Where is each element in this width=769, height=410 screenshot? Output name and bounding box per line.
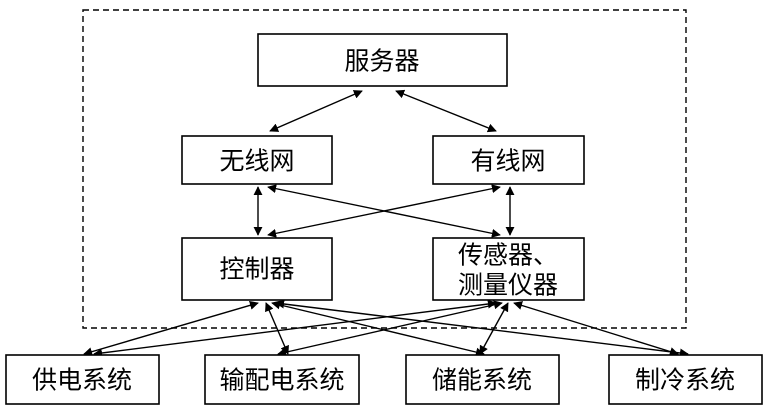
energy-storage-node: 储能系统 [405, 354, 560, 405]
edge-server-wireless [269, 90, 363, 132]
power-supply-node: 供电系统 [5, 354, 160, 405]
energy-storage-label: 储能系统 [432, 366, 532, 395]
wireless-network-label: 无线网 [219, 147, 294, 176]
edge-server-wired [395, 89, 497, 133]
cooling-label: 制冷系统 [635, 366, 735, 395]
server-label: 服务器 [344, 47, 419, 76]
wired-network-label: 有线网 [470, 147, 545, 176]
cooling-node: 制冷系统 [608, 354, 763, 405]
edge-sensor-energy-storage [479, 302, 509, 355]
sensor-node: 传感器、 测量仪器 [432, 237, 585, 301]
edge-wired-controller [267, 184, 501, 238]
sensor-label-line1: 传感器、 [458, 241, 558, 270]
wireless-network-node: 无线网 [181, 135, 333, 185]
server-node: 服务器 [257, 33, 508, 87]
power-supply-label: 供电系统 [32, 366, 132, 395]
power-distribution-label: 输配电系统 [219, 366, 344, 395]
sensor-label-line2: 测量仪器 [458, 271, 558, 300]
edge-sensor-cooling [513, 301, 679, 356]
connection-lines [83, 89, 689, 358]
controller-node: 控制器 [181, 237, 333, 301]
controller-label: 控制器 [219, 255, 294, 284]
power-distribution-node: 输配电系统 [204, 354, 360, 405]
wired-network-node: 有线网 [432, 135, 585, 185]
edge-sensor-power-distribution [277, 300, 503, 357]
